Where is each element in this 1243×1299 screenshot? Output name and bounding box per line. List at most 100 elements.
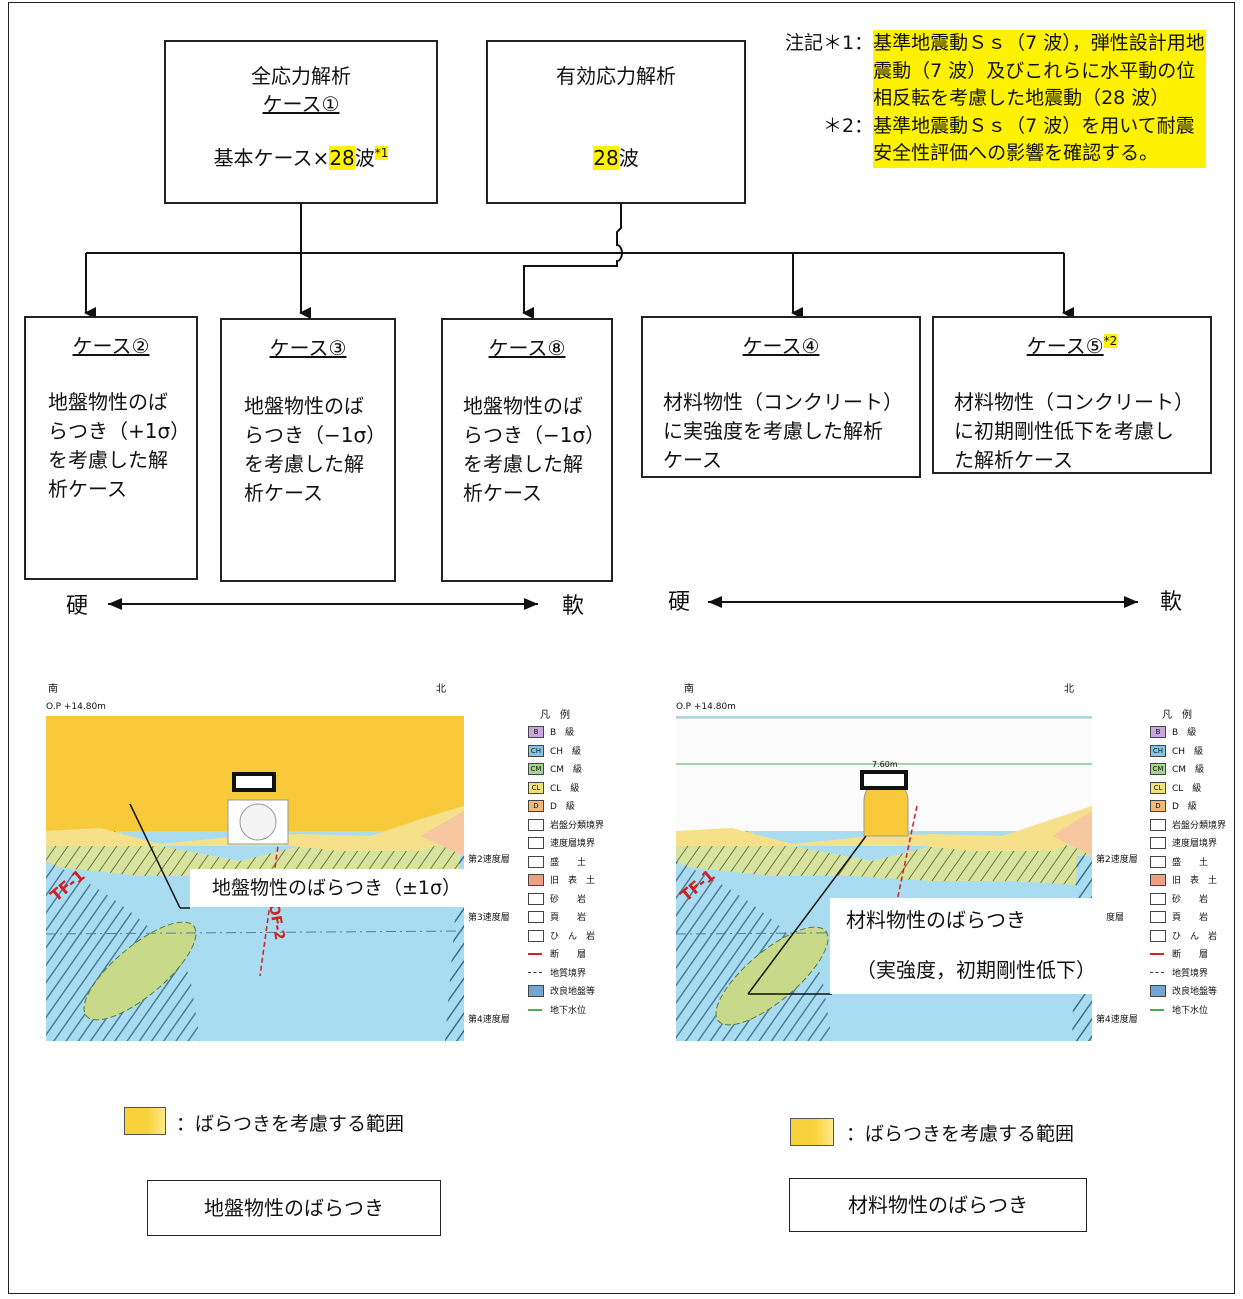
legend-label: 断 層 bbox=[550, 950, 587, 960]
legend-label: 岩盤分類境界 bbox=[1172, 820, 1227, 831]
legend-label: D 級 bbox=[550, 802, 575, 812]
legend-label: 頁 岩 bbox=[550, 913, 587, 923]
legend-label: CL 級 bbox=[550, 783, 580, 794]
soft-label-left: 軟 bbox=[562, 594, 585, 619]
caption-ground: 地盤物性のばらつき bbox=[204, 1196, 384, 1220]
legend-swatch bbox=[528, 911, 544, 923]
case3-line: を考慮した解 bbox=[244, 452, 364, 476]
case8-line: を考慮した解 bbox=[463, 452, 583, 476]
case2-line: を考慮した解 bbox=[48, 448, 168, 472]
variation-range-swatch bbox=[790, 1118, 834, 1146]
variation-range-swatch bbox=[124, 1107, 166, 1135]
ground-section-right: 南 北 O.P +14.80m 7.60m TF-1 材料物性のばらつき （実強… bbox=[672, 676, 1096, 1046]
legend-swatch bbox=[528, 985, 544, 997]
legend-title: 凡 例 bbox=[1162, 710, 1192, 721]
legend-swatch: D bbox=[1150, 800, 1166, 812]
total-stress-title: 全応力解析 bbox=[251, 64, 351, 88]
legend-label: 地質境界 bbox=[1172, 968, 1209, 979]
case8-line: らつき（−1σ） bbox=[463, 423, 606, 447]
legend-label: ひ ん 岩 bbox=[1172, 931, 1218, 942]
case2-line: 地盤物性のば bbox=[48, 390, 168, 414]
legend-label: 改良地盤等 bbox=[550, 987, 596, 997]
legend-label: 地質境界 bbox=[550, 968, 587, 979]
case3-title: ケース③ bbox=[269, 336, 347, 360]
total-stress-analysis-box: 全応力解析 ケース① 基本ケース×28波*1 bbox=[164, 40, 438, 204]
ground-section-left: 南 北 O.P +14.80m TF-1 OF-2 地盤物性のばらつき（±1σ） bbox=[40, 676, 470, 1046]
case4-line: に実強度を考慮した解析 bbox=[663, 419, 883, 443]
arrow-case8 bbox=[522, 204, 623, 319]
legend-swatch bbox=[1150, 818, 1166, 831]
case5-line: 材料物性（コンクリート） bbox=[954, 390, 1194, 414]
legend-swatch bbox=[1150, 1008, 1164, 1021]
effective-stress-analysis-box: 有効応力解析 28波 bbox=[486, 40, 746, 204]
legend-swatch: CM bbox=[528, 763, 544, 775]
case3-box: ケース③ 地盤物性のば らつき（−1σ） を考慮した解 析ケース bbox=[220, 318, 396, 582]
velocity-layer-label: 度層 bbox=[1106, 913, 1125, 923]
legend-label: D 級 bbox=[1172, 802, 1197, 812]
legend-label: 頁 岩 bbox=[1172, 913, 1209, 923]
hard-label-left: 硬 bbox=[66, 594, 89, 619]
total-stress-waves: 基本ケース×28波*1 bbox=[213, 146, 389, 170]
variation-range-note: ：ばらつきを考慮する範囲 bbox=[176, 1113, 405, 1135]
caption-ground-box: 地盤物性のばらつき bbox=[147, 1180, 441, 1236]
legend-swatch: CL bbox=[528, 781, 544, 794]
legend-label: 速度層境界 bbox=[550, 839, 596, 849]
velocity-layer-label: 第3速度層 bbox=[468, 913, 510, 923]
page-frame bbox=[8, 2, 1235, 1294]
legend-label: CL 級 bbox=[1172, 783, 1202, 794]
legend-swatch bbox=[528, 855, 544, 868]
case4-title: ケース④ bbox=[742, 334, 820, 358]
legend-title: 凡 例 bbox=[540, 710, 570, 721]
geologic-cross-section bbox=[45, 716, 465, 1041]
north-label: 北 bbox=[1064, 684, 1074, 695]
velocity-layer-label: 第2速度層 bbox=[1096, 855, 1138, 865]
legend-swatch: B bbox=[528, 726, 544, 738]
note2-text: 基準地震動Ｓｓ（7 波）を用いて耐震安全性評価への影響を確認する。 bbox=[873, 112, 1207, 168]
legend-swatch: CH bbox=[528, 744, 544, 757]
case4-line: 材料物性（コンクリート） bbox=[663, 390, 903, 414]
south-label: 南 bbox=[48, 684, 58, 695]
case4-line: ケース bbox=[663, 448, 722, 472]
case8-title: ケース⑧ bbox=[488, 336, 566, 360]
case5-box: ケース⑤*2 材料物性（コンクリート） に初期剛性低下を考慮し た解析ケース bbox=[932, 316, 1212, 474]
legend-swatch bbox=[528, 818, 544, 831]
legend-swatch: CL bbox=[1150, 781, 1166, 794]
velocity-layer-label: 第4速度層 bbox=[1096, 1015, 1138, 1025]
case3-line: 析ケース bbox=[244, 481, 323, 505]
legend-label: B 級 bbox=[1172, 728, 1197, 738]
velocity-layer-label: 第2速度層 bbox=[468, 855, 510, 865]
legend-label: CM 級 bbox=[1172, 765, 1205, 775]
legend-label: 盛 土 bbox=[1172, 857, 1209, 868]
case5-line: に初期剛性低下を考慮し bbox=[954, 419, 1174, 443]
legend-swatch: D bbox=[528, 800, 544, 812]
legend-swatch bbox=[1150, 837, 1166, 849]
legend-swatch bbox=[1150, 911, 1166, 923]
note2-label: ＊2： bbox=[823, 114, 874, 137]
case3-line: 地盤物性のば bbox=[244, 394, 364, 418]
note1-text: 基準地震動Ｓｓ（7 波），弾性設計用地震動（7 波）及びこれらに水平動の位相反転… bbox=[873, 30, 1207, 113]
callout-line: （実強度，初期剛性低下） bbox=[856, 958, 1096, 982]
legend-label: 旧 表 土 bbox=[1172, 876, 1218, 886]
legend-label: 改良地盤等 bbox=[1172, 987, 1218, 997]
legend-label: 速度層境界 bbox=[1172, 839, 1218, 849]
legend-swatch bbox=[528, 892, 544, 905]
dimension-label: 7.60m bbox=[872, 760, 898, 769]
velocity-layer-label: 第4速度層 bbox=[468, 1015, 510, 1025]
legend-swatch bbox=[528, 874, 544, 886]
effective-stress-title: 有効応力解析 bbox=[556, 64, 676, 88]
south-label: 南 bbox=[684, 684, 694, 695]
hard-label-right: 硬 bbox=[668, 590, 691, 615]
legend-label: 断 層 bbox=[1172, 950, 1209, 960]
legend-swatch bbox=[1150, 874, 1166, 886]
caption-material: 材料物性のばらつき bbox=[848, 1193, 1028, 1217]
case8-box: ケース⑧ 地盤物性のば らつき（−1σ） を考慮した解 析ケース bbox=[441, 318, 613, 582]
material-variation-callout: 材料物性のばらつき （実強度，初期剛性低下） bbox=[830, 898, 1096, 994]
legend-swatch bbox=[528, 971, 542, 983]
note1-label: 注記＊1： bbox=[785, 32, 874, 54]
legend-label: 砂 岩 bbox=[550, 894, 587, 905]
legend-label: CH 級 bbox=[1172, 746, 1204, 757]
case2-box: ケース② 地盤物性のば らつき（+1σ） を考慮した解 析ケース bbox=[24, 316, 198, 580]
case1-label: ケース① bbox=[262, 92, 340, 116]
